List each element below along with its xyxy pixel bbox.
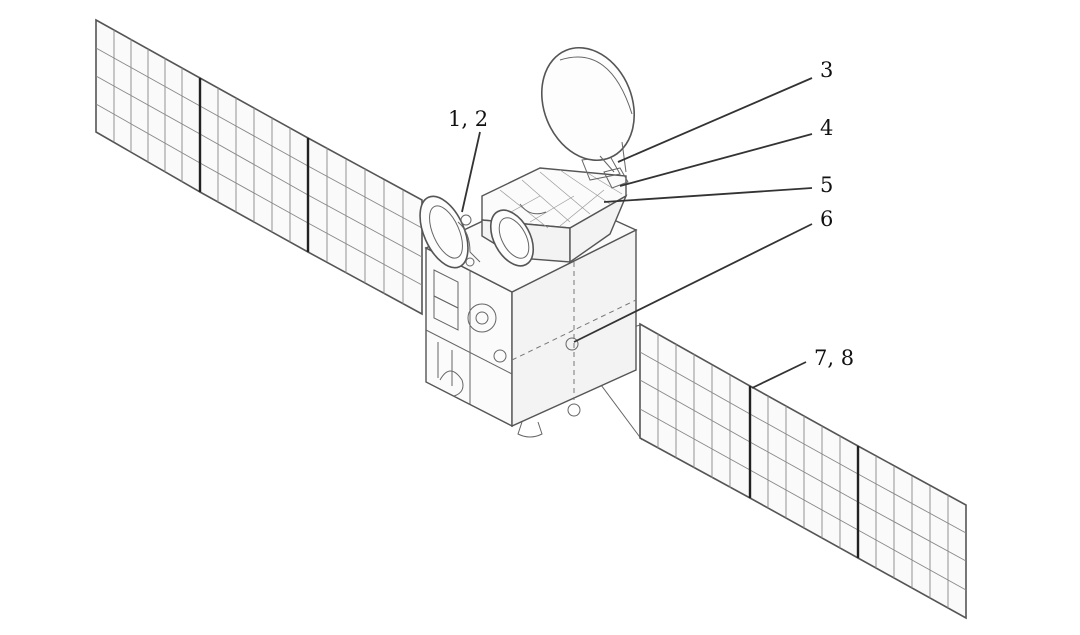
left-solar-panel-3 (307, 136, 423, 316)
callout-label-4: 4 (820, 116, 833, 140)
left-solar-panel-1 (95, 18, 201, 194)
left-solar-panel-2 (199, 76, 309, 254)
right-solar-array (571, 322, 967, 620)
bus-left-face-detail (425, 269, 513, 404)
bottom-fitting (567, 403, 581, 417)
bus-seam-2 (511, 299, 637, 361)
right-solar-panel-3 (857, 444, 967, 620)
leader-lines (461, 77, 813, 389)
large-upper-reflector (540, 46, 636, 173)
waveguide (519, 203, 547, 215)
left-reflector (419, 195, 481, 269)
tower-side-face (569, 194, 628, 264)
left-reflector-feed (460, 214, 472, 226)
leader-line-4 (619, 133, 813, 187)
callout-label-3: 3 (820, 58, 833, 82)
front-reflector (489, 209, 535, 267)
callout-labels: 1, 2 3 4 5 6 7, 8 (448, 58, 854, 370)
apogee-engine-nozzle (517, 421, 543, 438)
left-reflector-boom (457, 221, 481, 263)
leader-line-7-8 (751, 361, 807, 389)
left-reflector-hinge (465, 257, 475, 267)
leader-line-1-2 (461, 131, 481, 213)
right-solar-panel-1 (639, 322, 751, 500)
leader-line-6 (573, 223, 813, 343)
right-solar-panel-2 (749, 384, 859, 560)
feed-horn-lower (603, 167, 629, 189)
leader-line-3 (617, 77, 813, 163)
leader-line-5 (603, 187, 813, 203)
solar-array-drive (565, 337, 579, 351)
callout-label-1-2: 1, 2 (448, 107, 488, 131)
left-solar-array (95, 18, 423, 316)
callout-label-5: 5 (820, 173, 833, 197)
callout-label-7-8: 7, 8 (814, 346, 854, 370)
callout-label-6: 6 (820, 207, 833, 231)
